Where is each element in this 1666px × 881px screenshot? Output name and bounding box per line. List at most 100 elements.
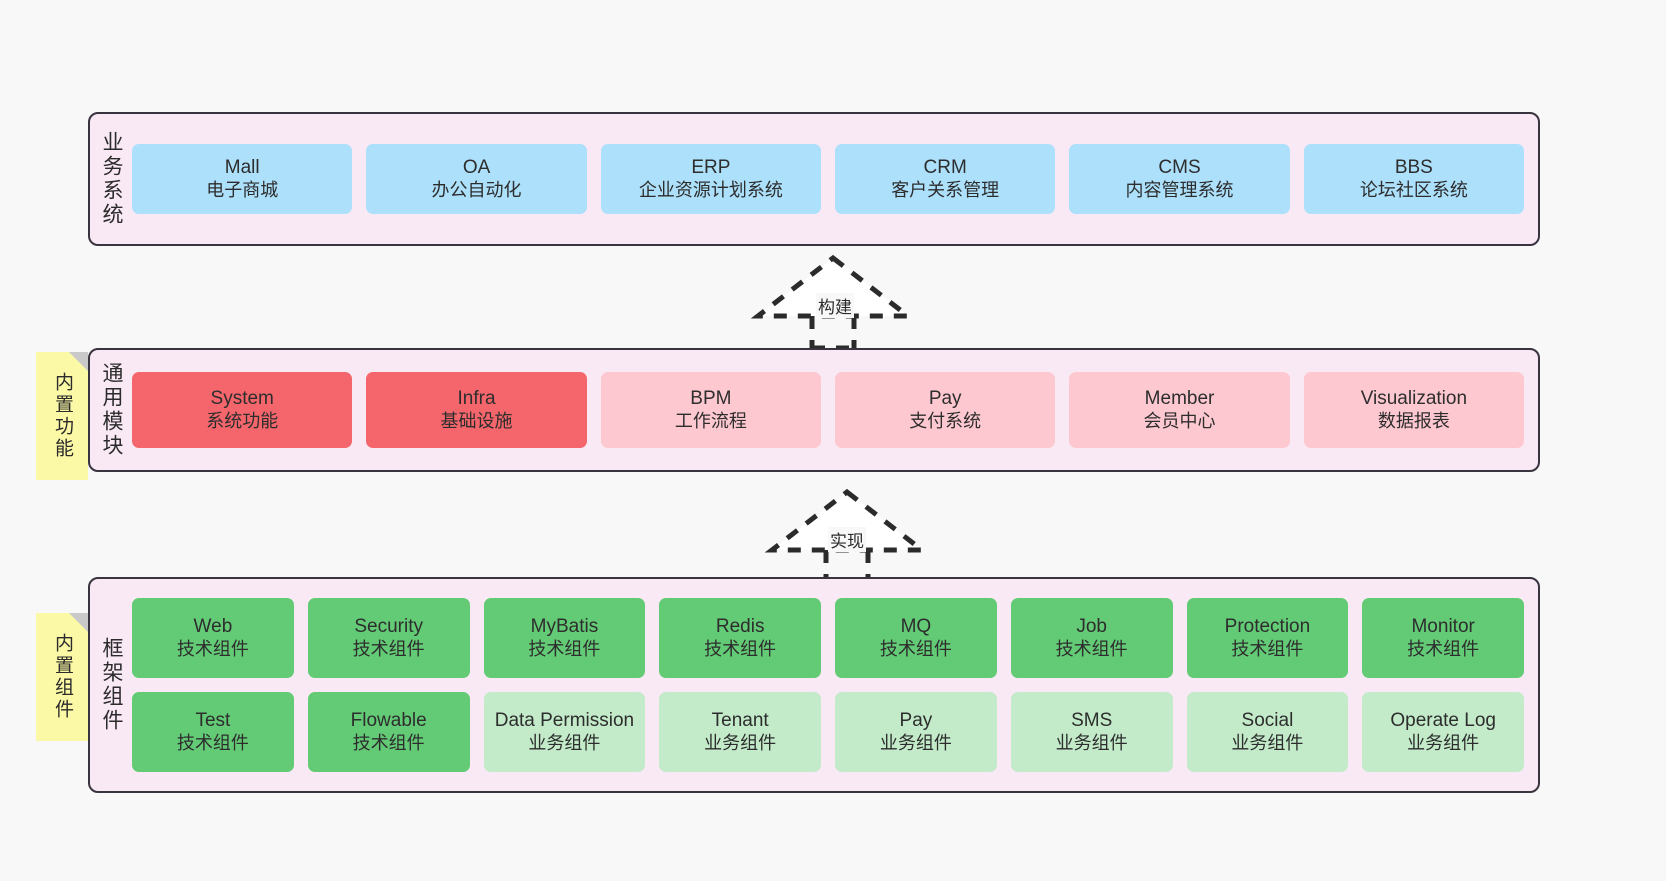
node-data-permission[interactable]: Data Permission 业务组件: [483, 692, 646, 772]
arrow-build-label: 构建: [816, 293, 854, 318]
node-pay-component-cn: 业务组件: [879, 732, 952, 753]
node-pay-module-en: Pay: [928, 388, 962, 410]
node-member[interactable]: Member 会员中心: [1069, 372, 1290, 448]
node-pay-component-en: Pay: [899, 710, 933, 732]
common-module-row: System 系统功能 Infra 基础设施 BPM 工作流程 Pay 支付系统…: [132, 372, 1525, 448]
layer-body-business-system: Mall 电子商城 OA 办公自动化 ERP 企业资源计划系统 CRM 客户关系…: [128, 114, 1538, 244]
node-infra-en: Infra: [457, 388, 496, 410]
node-protection-cn: 技术组件: [1231, 638, 1304, 659]
node-bbs-cn: 论坛社区系统: [1359, 179, 1468, 200]
node-test-cn: 技术组件: [176, 732, 249, 753]
layer-body-framework-component: Web 技术组件 Security 技术组件 MyBatis 技术组件 Redi…: [128, 579, 1538, 791]
sticky-note-builtin-component-label: 内置组件: [51, 633, 73, 721]
node-oa-en: OA: [462, 157, 491, 179]
node-sms[interactable]: SMS 业务组件: [1010, 692, 1173, 772]
node-job-cn: 技术组件: [1055, 638, 1128, 659]
node-sms-en: SMS: [1071, 710, 1113, 732]
node-protection-en: Protection: [1224, 616, 1311, 638]
node-social-en: Social: [1241, 710, 1294, 732]
node-data-permission-en: Data Permission: [494, 710, 635, 732]
node-member-cn: 会员中心: [1143, 410, 1216, 431]
node-cms[interactable]: CMS 内容管理系统: [1069, 144, 1290, 214]
node-protection[interactable]: Protection 技术组件: [1186, 598, 1349, 678]
sticky-note-builtin-function[interactable]: 内置功能: [36, 352, 88, 480]
node-mybatis-cn: 技术组件: [528, 638, 601, 659]
arrow-implement-label: 实现: [828, 527, 866, 552]
layer-framework-component[interactable]: 框架组件 Web 技术组件 Security 技术组件 MyBatis 技术组件…: [88, 577, 1540, 793]
sticky-fold-icon: [69, 352, 88, 371]
business-system-row: Mall 电子商城 OA 办公自动化 ERP 企业资源计划系统 CRM 客户关系…: [132, 144, 1525, 214]
node-flowable-cn: 技术组件: [352, 732, 425, 753]
node-security-en: Security: [354, 616, 423, 638]
arrow-build: 构建: [750, 254, 916, 351]
node-operate-log[interactable]: Operate Log 业务组件: [1362, 692, 1525, 772]
node-pay-module-cn: 支付系统: [909, 410, 982, 431]
node-mybatis-en: MyBatis: [530, 616, 599, 638]
node-job[interactable]: Job 技术组件: [1010, 598, 1173, 678]
node-pay-module[interactable]: Pay 支付系统: [835, 372, 1056, 448]
node-system-en: System: [210, 388, 274, 410]
node-oa-cn: 办公自动化: [431, 179, 522, 200]
node-visualization-cn: 数据报表: [1377, 410, 1450, 431]
node-crm[interactable]: CRM 客户关系管理: [835, 144, 1056, 214]
node-web-cn: 技术组件: [176, 638, 249, 659]
sticky-fold-icon: [69, 613, 88, 632]
framework-component-row-technical: Web 技术组件 Security 技术组件 MyBatis 技术组件 Redi…: [132, 598, 1525, 678]
node-erp[interactable]: ERP 企业资源计划系统: [600, 144, 822, 214]
node-redis[interactable]: Redis 技术组件: [659, 598, 822, 678]
node-web-en: Web: [193, 616, 233, 638]
node-oa[interactable]: OA 办公自动化: [366, 144, 587, 214]
node-operate-log-cn: 业务组件: [1407, 732, 1480, 753]
node-social[interactable]: Social 业务组件: [1186, 692, 1349, 772]
node-mall-cn: 电子商城: [206, 179, 279, 200]
node-tenant-en: Tenant: [711, 710, 769, 732]
node-bbs-en: BBS: [1394, 157, 1433, 179]
node-mall-en: Mall: [224, 157, 260, 179]
node-infra-cn: 基础设施: [440, 410, 513, 431]
sticky-note-builtin-function-label: 内置功能: [51, 372, 73, 460]
node-crm-en: CRM: [923, 157, 967, 179]
node-pay-component[interactable]: Pay 业务组件: [835, 692, 997, 772]
node-erp-en: ERP: [691, 157, 731, 179]
node-sms-cn: 业务组件: [1055, 732, 1128, 753]
node-test-en: Test: [195, 710, 231, 732]
node-web[interactable]: Web 技术组件: [132, 598, 294, 678]
framework-component-row-business: Test 技术组件 Flowable 技术组件 Data Permission …: [132, 692, 1525, 772]
node-mybatis[interactable]: MyBatis 技术组件: [483, 598, 646, 678]
node-system[interactable]: System 系统功能: [132, 372, 353, 448]
arrow-implement: 实现: [764, 488, 930, 585]
node-mq[interactable]: MQ 技术组件: [835, 598, 997, 678]
node-redis-cn: 技术组件: [704, 638, 777, 659]
node-erp-cn: 企业资源计划系统: [638, 179, 783, 200]
node-visualization-en: Visualization: [1360, 388, 1468, 410]
node-tenant[interactable]: Tenant 业务组件: [659, 692, 822, 772]
layer-business-system[interactable]: 业务系统 Mall 电子商城 OA 办公自动化 ERP 企业资源计划系统 CRM…: [88, 112, 1540, 246]
node-monitor-en: Monitor: [1411, 616, 1475, 638]
node-security[interactable]: Security 技术组件: [307, 598, 470, 678]
arrow-build-tail: [809, 316, 857, 351]
node-member-en: Member: [1144, 388, 1215, 410]
node-bpm-en: BPM: [690, 388, 732, 410]
node-test[interactable]: Test 技术组件: [132, 692, 294, 772]
node-mall[interactable]: Mall 电子商城: [132, 144, 353, 214]
node-tenant-cn: 业务组件: [704, 732, 777, 753]
node-system-cn: 系统功能: [206, 410, 279, 431]
node-flowable-en: Flowable: [350, 710, 427, 732]
node-job-en: Job: [1076, 616, 1107, 638]
node-bbs[interactable]: BBS 论坛社区系统: [1303, 144, 1525, 214]
node-visualization[interactable]: Visualization 数据报表: [1303, 372, 1525, 448]
node-crm-cn: 客户关系管理: [891, 179, 1000, 200]
node-monitor[interactable]: Monitor 技术组件: [1362, 598, 1525, 678]
node-bpm-cn: 工作流程: [674, 410, 747, 431]
node-bpm[interactable]: BPM 工作流程: [600, 372, 822, 448]
node-redis-en: Redis: [715, 616, 765, 638]
node-data-permission-cn: 业务组件: [528, 732, 601, 753]
node-security-cn: 技术组件: [352, 638, 425, 659]
node-flowable[interactable]: Flowable 技术组件: [307, 692, 470, 772]
layer-common-module[interactable]: 通用模块 System 系统功能 Infra 基础设施 BPM 工作流程 Pay…: [88, 348, 1540, 472]
node-infra[interactable]: Infra 基础设施: [366, 372, 587, 448]
sticky-note-builtin-component[interactable]: 内置组件: [36, 613, 88, 741]
layer-title-common-module: 通用模块: [100, 362, 124, 458]
node-mq-en: MQ: [900, 616, 932, 638]
